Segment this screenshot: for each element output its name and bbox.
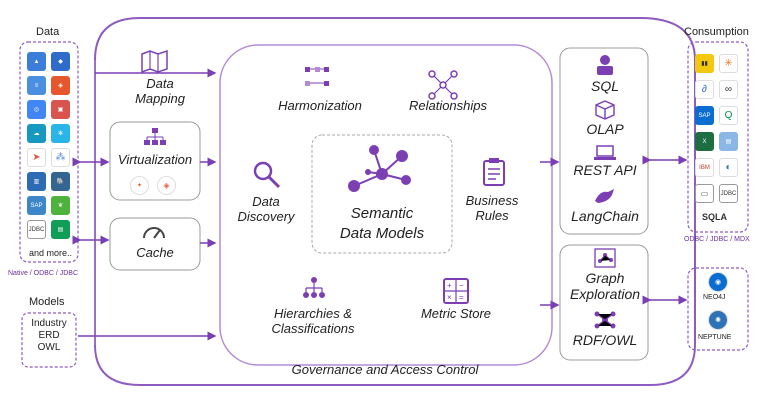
neptune-label: NEPTUNE xyxy=(698,334,732,341)
model-industry: Industry xyxy=(31,318,67,329)
langchain-label: LangChain xyxy=(571,208,639,224)
center-region xyxy=(219,44,553,366)
sql-label: SQL xyxy=(590,78,619,94)
screen-icon: ▭ xyxy=(695,184,714,203)
harmonization-icon xyxy=(305,67,329,86)
excel-icon: X xyxy=(695,132,714,151)
infinity-icon: ∞ xyxy=(719,80,738,99)
trino-icon: ⁂ xyxy=(51,148,70,167)
databricks-small-icon: ◈ xyxy=(157,176,176,195)
query-tools-box xyxy=(559,47,649,235)
consumption-panel-frame xyxy=(687,41,749,233)
rest-api-label: REST API xyxy=(573,162,637,178)
qlik-icon: Q xyxy=(719,106,738,125)
governance-label: Governance and Access Control xyxy=(291,362,479,377)
model-owl: OWL xyxy=(37,342,61,353)
azure-sql-icon: ≡ xyxy=(27,76,46,95)
harmonization-label: Harmonization xyxy=(278,98,362,113)
sap-icon: SAP xyxy=(695,106,714,125)
magnifier-icon xyxy=(253,161,281,189)
sql-user-icon xyxy=(597,55,613,75)
azure-synapse-icon: ◆ xyxy=(51,52,70,71)
more-label: and more.. xyxy=(29,248,73,258)
model-erd: ERD xyxy=(38,330,60,341)
bigquery-icon: ◎ xyxy=(27,100,46,119)
relationships-icon xyxy=(428,70,458,100)
laptop-icon xyxy=(594,145,616,160)
models-title: Models xyxy=(29,296,65,308)
relationships-label: Relationships xyxy=(408,98,488,113)
tableau-icon: ✳ xyxy=(719,54,738,73)
svg-text:=: = xyxy=(459,293,464,302)
cache-label: Cache xyxy=(136,245,174,260)
rdf-graph-icon xyxy=(594,311,616,329)
neo4j-icon: ◉ xyxy=(708,272,728,292)
power-bi-icon: ▮▮ xyxy=(695,54,714,73)
svg-text:+: + xyxy=(447,281,452,290)
microstrategy-icon: ▤ xyxy=(719,132,738,151)
data-panel-frame xyxy=(19,41,79,263)
redshift-icon: ▣ xyxy=(51,100,70,119)
consumption-title: Consumption xyxy=(684,26,749,38)
sap-hana-icon: SAP xyxy=(27,196,46,215)
neo4j-label: NEO4J xyxy=(703,294,726,301)
models-list: Industry ERD OWL xyxy=(22,318,76,354)
svg-text:−: − xyxy=(459,281,464,290)
clipboard-icon xyxy=(483,158,505,186)
connectors-caption: Native / ODBC / JDBC xyxy=(8,270,79,277)
cube-icon xyxy=(595,100,615,120)
graph-chart-icon xyxy=(594,248,616,268)
data-source-icons: ▲ ◆ ≡ ◈ ◎ ▣ ☁ ✻ ➤ ⁂ ▥ 🐘 SAP ❦ JDBC ▤ xyxy=(26,50,74,250)
gauge-icon xyxy=(143,227,165,239)
spark-icon: ✦ xyxy=(130,176,149,195)
sqla-label: SQLA xyxy=(702,212,728,222)
consumption-caption: ODBC / JDBC / MDX xyxy=(684,236,750,243)
cache-box xyxy=(109,217,201,271)
rdf-owl-label: RDF/OWL xyxy=(572,332,638,348)
azure-data-icon: ▲ xyxy=(27,52,46,71)
svg-text:×: × xyxy=(447,293,452,302)
python-icon: ◐ xyxy=(719,158,738,177)
looker-icon: ∂ xyxy=(695,80,714,99)
models-panel-frame xyxy=(21,312,77,368)
data-title: Data xyxy=(36,26,60,38)
semantic-network-icon xyxy=(348,145,411,192)
snowflake-icon: ✻ xyxy=(51,124,70,143)
neptune-icon: ✺ xyxy=(708,310,728,330)
salesforce-icon: ☁ xyxy=(27,124,46,143)
google-sheets-icon: ▤ xyxy=(51,220,70,239)
mongodb-icon: ❦ xyxy=(51,196,70,215)
calculator-icon: + − × = xyxy=(443,278,469,304)
dremio-icon: ➤ xyxy=(27,148,46,167)
parrot-icon xyxy=(595,189,614,203)
olap-label: OLAP xyxy=(586,121,624,137)
virtualization-box xyxy=(109,121,201,201)
hierarchies-label: Hierarchies &Classifications xyxy=(271,306,355,336)
graph-targets-frame xyxy=(687,267,749,351)
virtualization-label: Virtualization xyxy=(117,152,193,167)
map-icon xyxy=(141,49,168,73)
jdbc-icon: JDBC xyxy=(27,220,46,239)
ibm-cognos-icon: IBM xyxy=(695,158,714,177)
metric-store-label: Metric Store xyxy=(420,306,492,321)
jdbc-consumer-icon: JDBC xyxy=(719,184,738,203)
semantic-box xyxy=(311,134,453,254)
databricks-icon: ◈ xyxy=(51,76,70,95)
hierarchy-icon xyxy=(144,128,166,145)
postgres-icon: 🐘 xyxy=(51,172,70,191)
oracle-icon: ▥ xyxy=(27,172,46,191)
org-chart-icon xyxy=(303,277,325,298)
consumption-icons: ▮▮ ✳ ∂ ∞ SAP Q X ▤ IBM ◐ ▭ JDBC SQLA xyxy=(694,52,742,232)
